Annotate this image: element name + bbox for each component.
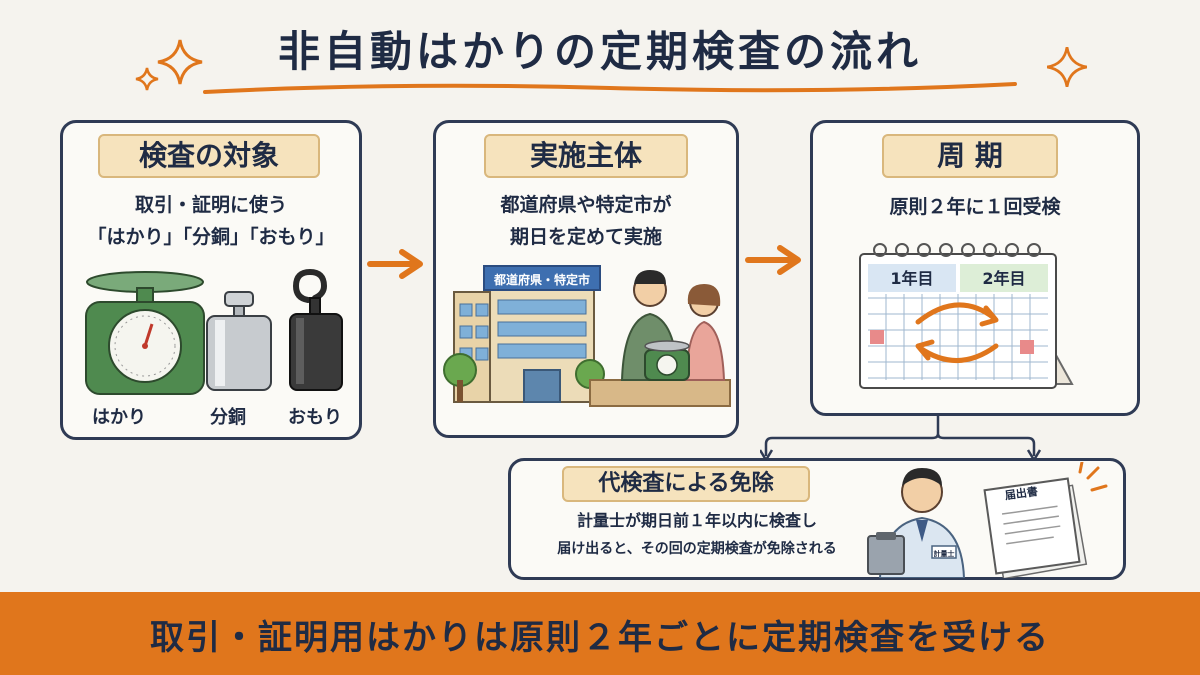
target-text-line1: 取引・証明に使う [134, 194, 287, 216]
caption-scale: はかり [92, 407, 146, 428]
city-office-illustration: 都道府県・特定市 [443, 265, 731, 407]
calendar-year1: 1年目 [890, 269, 933, 288]
sparkle-icon [157, 39, 203, 85]
title-underline [203, 82, 1017, 94]
panel-label-target: 検査の対象 [98, 134, 320, 178]
badge-text: 計量士 [934, 549, 955, 558]
sparkle-icon [1046, 46, 1088, 88]
exemption-text-line1: 計量士が期日前１年以内に検査し [576, 511, 817, 530]
target-text-line2: 「はかり」「分銅」「おもり」 [87, 226, 335, 248]
document-title: 届出書 [1004, 484, 1039, 502]
branch-connector [760, 416, 1042, 462]
caption-hook-weight: おもり [288, 407, 342, 428]
arrow-right-icon [367, 249, 423, 279]
exemption-text-line2: 届け出ると、その回の定期検査が免除される [557, 541, 837, 557]
sparkle-small-icon [135, 67, 159, 91]
building-sign: 都道府県・特定市 [493, 272, 590, 287]
bottom-banner [0, 592, 1200, 675]
measurer-illustration: 計量士 届出書 [867, 462, 1108, 578]
arrow-right-icon [745, 245, 801, 275]
calendar-illustration: 1年目 2年目 [859, 243, 1074, 389]
cycle-text: 原則２年に１回受検 [889, 196, 1061, 218]
page-title: 非自動はかりの定期検査の流れ [277, 27, 922, 76]
panel-label-cycle: 周 期 [882, 134, 1058, 178]
panel-label-authority: 実施主体 [484, 134, 688, 178]
authority-text-line1: 都道府県や特定市が [500, 194, 672, 216]
calendar-year2: 2年目 [982, 269, 1025, 288]
scale-and-weights-illustration [85, 268, 343, 395]
authority-text-line2: 期日を定めて実施 [509, 226, 662, 248]
bottom-banner-text: 取引・証明用はかりは原則２年ごとに定期検査を受ける [150, 618, 1050, 658]
caption-weight: 分銅 [210, 407, 246, 428]
panel-label-exemption: 代検査による免除 [562, 466, 810, 502]
